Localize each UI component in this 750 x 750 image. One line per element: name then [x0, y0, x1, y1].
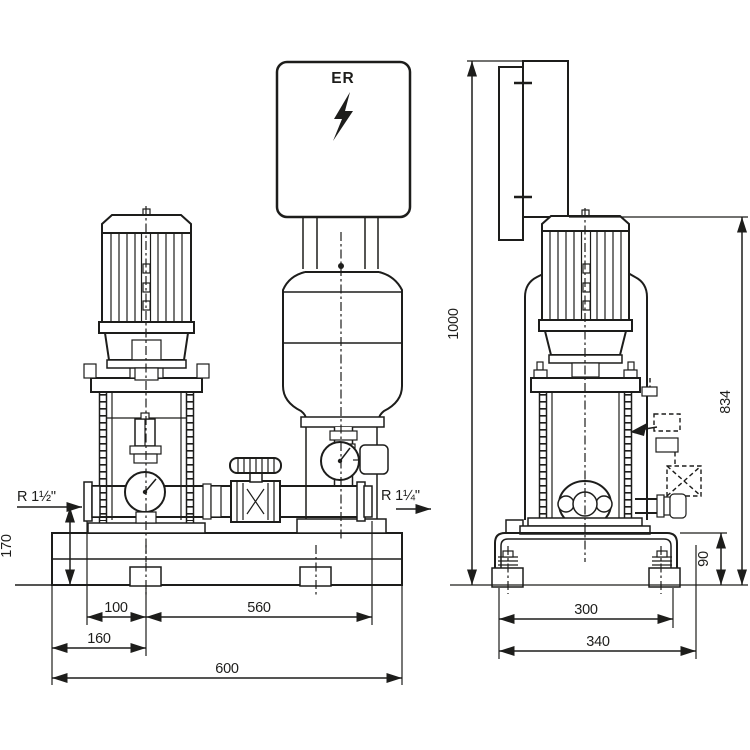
front-pressure-gauge [124, 412, 166, 524]
side-base-channel [491, 532, 681, 588]
dim-340: 340 [499, 634, 696, 656]
dim-834: 834 [718, 217, 747, 585]
flow-direction-arrow [630, 423, 647, 436]
dimension-label: 100 [104, 600, 128, 616]
side-hidden-piping [630, 378, 702, 519]
control-box: ER [275, 60, 412, 219]
dimension-label: 1000 [446, 308, 462, 340]
centerlines [145, 206, 662, 596]
inlet-flange [83, 481, 93, 522]
front-vessel-gauge [320, 441, 389, 481]
anchor-foot [648, 567, 681, 588]
dim-600: 600 [52, 661, 402, 683]
side-view [491, 60, 702, 588]
gauge-needle [339, 447, 351, 462]
front-view [15, 208, 403, 587]
control-box-label: ER [331, 70, 355, 87]
gauge-needle [144, 478, 157, 493]
dimensions: R 1½" R 1¼" 170 100 560 [0, 60, 748, 685]
dimension-label: 340 [586, 634, 610, 650]
dim-90: 90 [696, 533, 726, 585]
side-vessel-outline [505, 272, 648, 534]
dim-560: 560 [146, 600, 372, 622]
vessel-fill-valve [338, 263, 344, 269]
dim-connection-left: R 1½" [17, 489, 82, 512]
dimension-label: 90 [696, 551, 712, 567]
dimension-label: 560 [247, 600, 271, 616]
front-gate-valve [229, 457, 282, 523]
dim-300: 300 [499, 602, 673, 624]
front-base-plate [15, 532, 403, 587]
valve-handwheel [229, 457, 282, 474]
pressure-switch [359, 444, 389, 475]
dimension-label: 300 [574, 602, 598, 618]
lightning-bolt-icon [333, 92, 353, 141]
dim-connection-right: R 1¼" [381, 488, 431, 514]
dimension-label: 600 [215, 661, 239, 677]
dimension-label: 160 [87, 631, 111, 647]
anchor-clamp [652, 556, 672, 566]
dimension-label: R 1½" [17, 489, 56, 505]
dim-160: 160 [52, 631, 146, 653]
side-control-box [498, 60, 569, 241]
dim-170: 170 [0, 507, 75, 585]
dim-1000: 1000 [446, 61, 477, 585]
dimension-label: 834 [718, 390, 734, 414]
dimension-label: R 1¼" [381, 488, 420, 504]
dim-100: 100 [87, 600, 146, 622]
dimension-label: 170 [0, 534, 15, 558]
